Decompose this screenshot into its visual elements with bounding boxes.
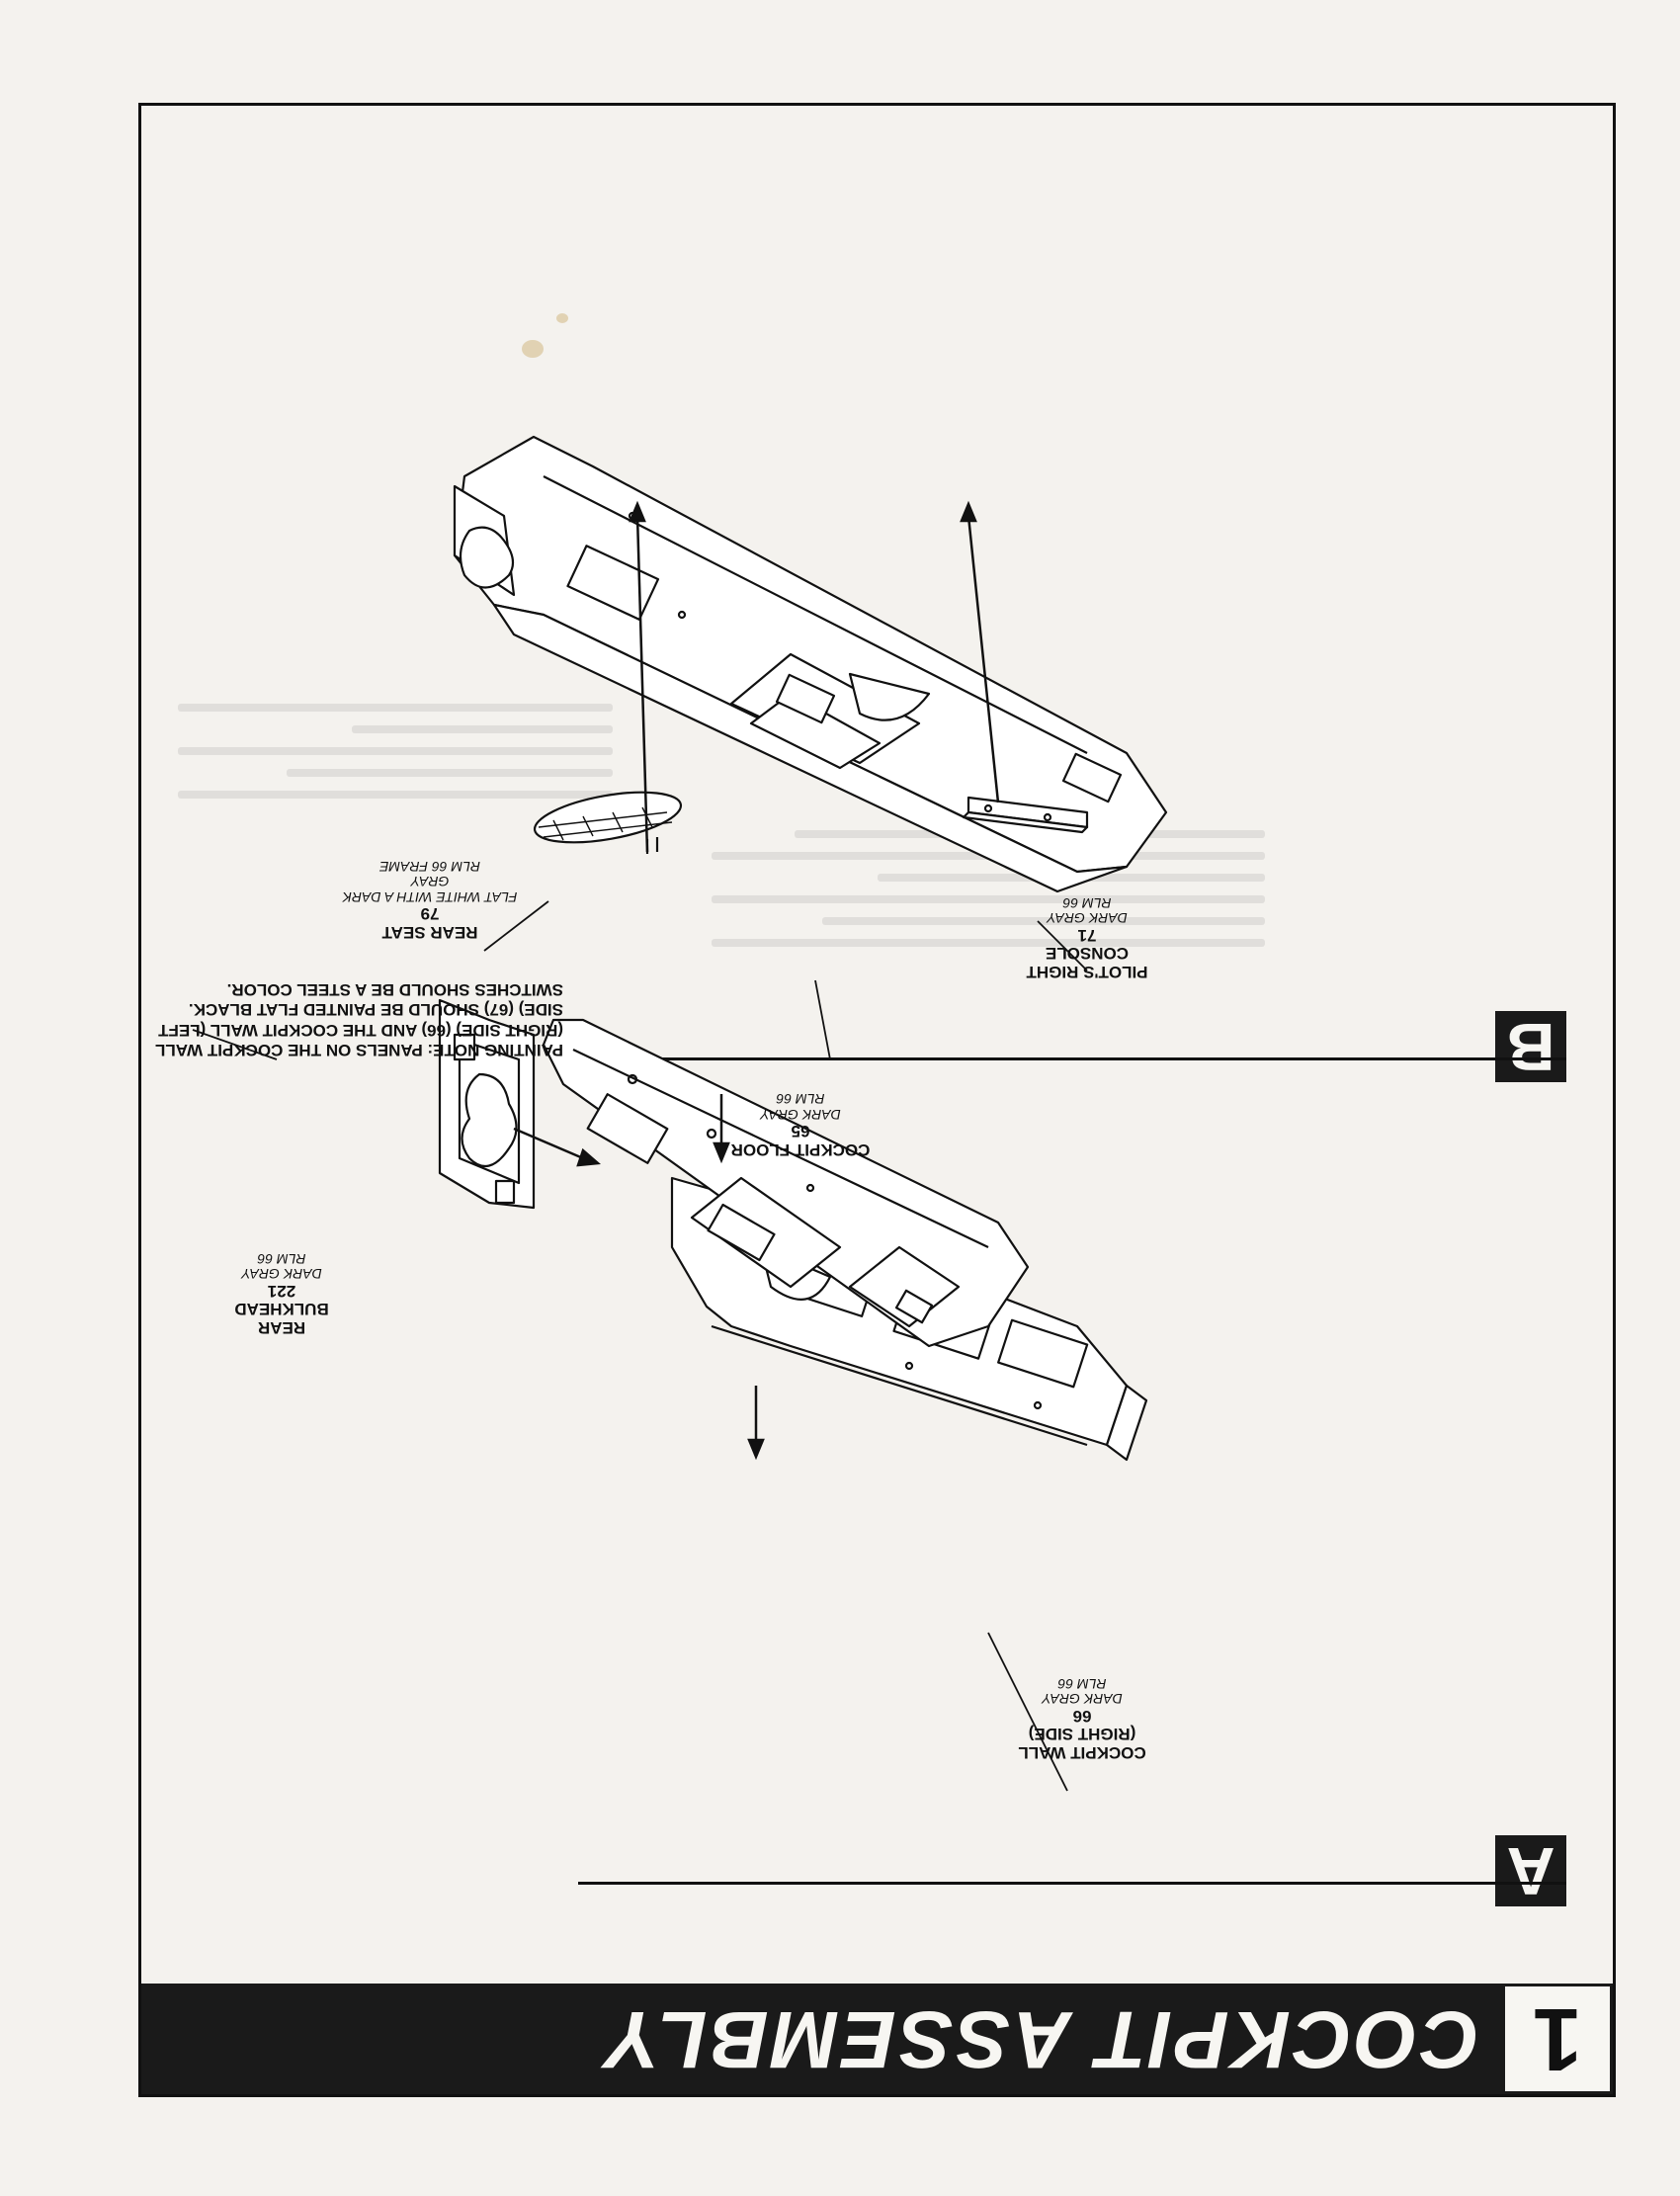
pilots-right-console-art bbox=[962, 796, 1089, 834]
cockpit-floor-art bbox=[542, 1018, 1030, 1348]
cockpit-tub-art bbox=[453, 435, 1168, 893]
rear-seat-art bbox=[533, 791, 683, 854]
rear-bulkhead-art bbox=[438, 998, 536, 1210]
painting-note: PAINTING NOTE: PANELS ON THE COCKPIT WAL… bbox=[155, 979, 563, 1059]
label-cockpit-wall-right: COCKPIT WALL (RIGHT SIDE) 66 DARK GRAY R… bbox=[1018, 1675, 1146, 1762]
label-rear-seat: REAR SEAT 79 FLAT WHITE WITH A DARK GRAY… bbox=[342, 858, 518, 942]
label-cockpit-floor: COCKPIT FLOOR 65 DARK GRAY RLM 66 bbox=[730, 1091, 871, 1159]
label-rear-bulkhead: REAR BULKHEAD 221 DARK GRAY RLM 66 bbox=[234, 1250, 329, 1337]
label-pilots-right-console: PILOT'S RIGHT CONSOLE 71 DARK GRAY RLM 6… bbox=[1026, 894, 1148, 981]
